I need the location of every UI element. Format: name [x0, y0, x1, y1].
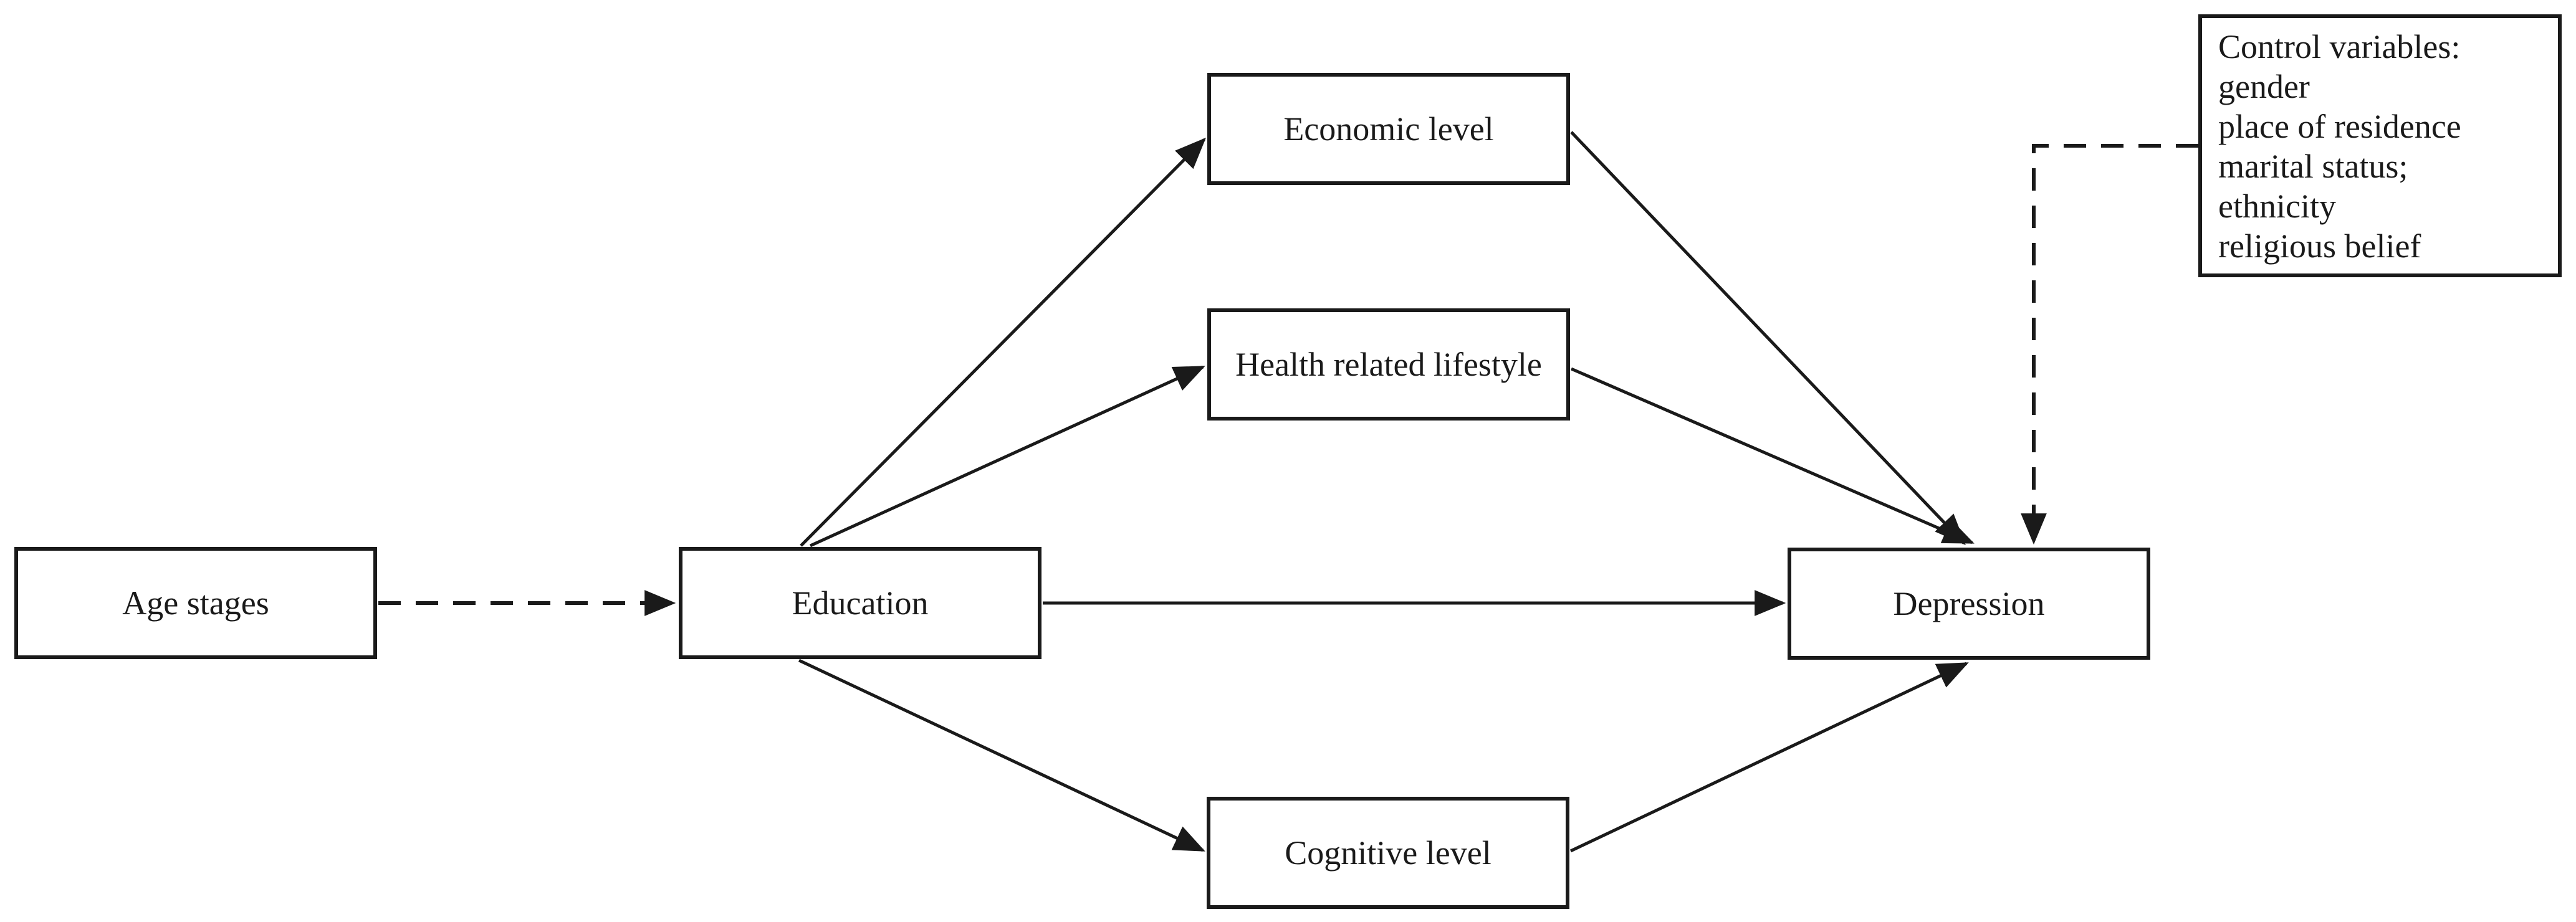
control-variable-gender: gender: [2218, 68, 2310, 105]
node-cognitive-level: Cognitive level: [1207, 797, 1569, 909]
arrow-education-to-cognitive-level: [798, 658, 1205, 852]
node-economic-level: Economic level: [1207, 73, 1570, 185]
arrow-cognitive-level-to-depression: [1569, 662, 1969, 853]
dashed-arrow-control-variables-to-depression: [2021, 144, 2198, 545]
node-education: Education: [679, 547, 1041, 659]
arrow-education-to-economic-level: [800, 138, 1206, 547]
node-economic-level-label: Economic level: [1283, 110, 1494, 148]
node-cognitive-level-label: Cognitive level: [1285, 834, 1491, 872]
node-education-label: Education: [792, 584, 929, 622]
control-variables-title: Control variables:: [2218, 28, 2461, 65]
control-variable-marital-status: marital status;: [2218, 148, 2408, 185]
node-depression-label: Depression: [1893, 584, 2045, 622]
arrow-education-to-health-related-lifestyle: [809, 365, 1205, 548]
node-health-related-lifestyle-label: Health related lifestyle: [1235, 345, 1542, 383]
node-age-stages: Age stages: [14, 547, 377, 659]
arrow-economic-level-to-depression: [1570, 131, 1966, 546]
node-depression: Depression: [1788, 548, 2150, 660]
node-health-related-lifestyle: Health related lifestyle: [1207, 308, 1570, 421]
node-control-variables: Control variables: gender place of resid…: [2198, 14, 2562, 277]
control-variable-religious-belief: religious belief: [2218, 227, 2421, 265]
control-variable-place-of-residence: place of residence: [2218, 108, 2461, 145]
control-variable-ethnicity: ethnicity: [2218, 188, 2336, 225]
arrow-health-related-lifestyle-to-depression: [1571, 367, 1975, 544]
node-age-stages-label: Age stages: [122, 584, 269, 622]
